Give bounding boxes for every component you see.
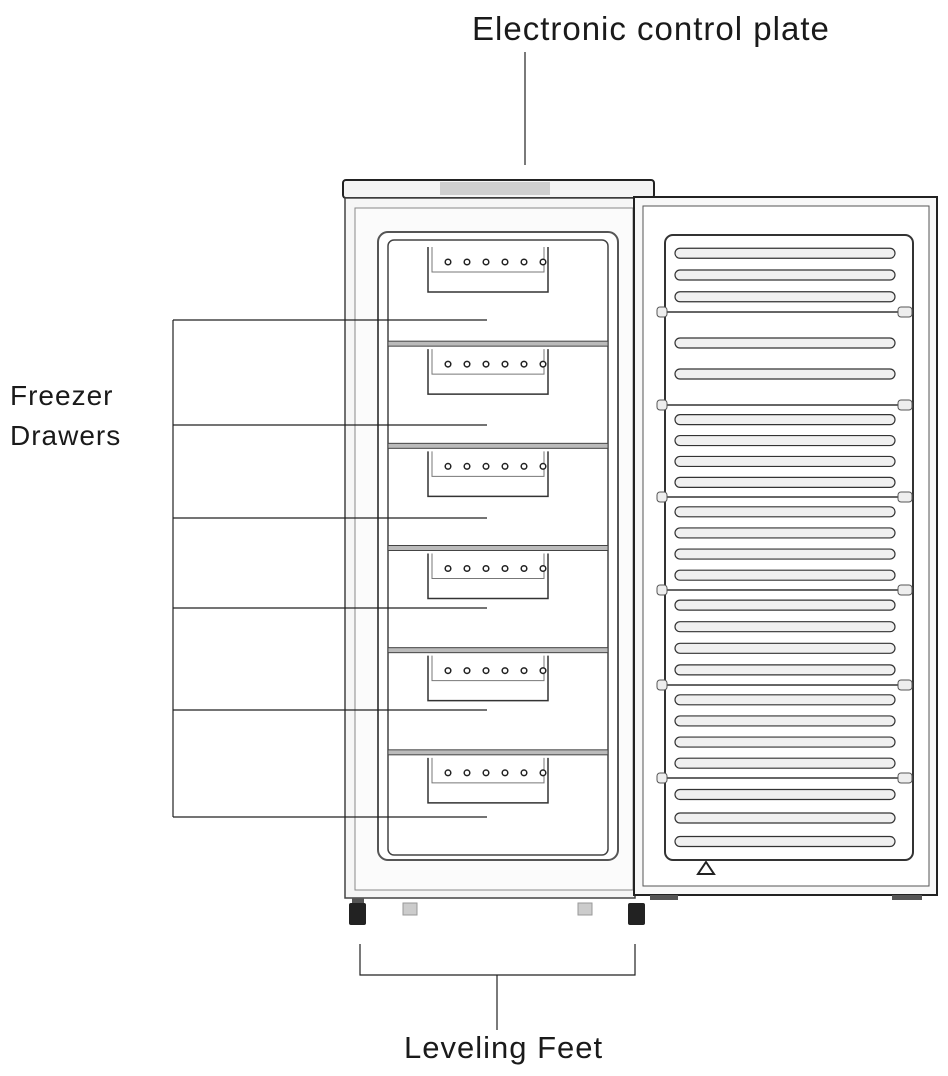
handle-dot (520, 360, 528, 368)
control-plate-label: Electronic control plate (472, 10, 830, 47)
shelf-bar (674, 599, 896, 611)
shelf-bar (674, 269, 896, 281)
shelf-bar (674, 621, 896, 633)
handle-dot (539, 564, 547, 573)
shelf-bar (674, 414, 896, 426)
door-shelf (656, 399, 913, 488)
feet-bracket (359, 944, 636, 1030)
drawer-handle (427, 655, 549, 702)
shelf-bar (674, 757, 896, 769)
shelf-bar (674, 835, 896, 848)
recycle-icon (696, 860, 716, 875)
freezer-drawers-label-line2: Drawers (10, 420, 122, 451)
shelf-bar (674, 812, 896, 824)
drawer-handle (427, 349, 549, 395)
freezer-drawer (387, 545, 609, 600)
handle-dot (482, 360, 490, 368)
shelf-bar (674, 664, 896, 676)
handle-dot (501, 769, 509, 777)
handle-dot (482, 667, 490, 675)
leveling-feet (349, 898, 645, 925)
freezer-drawer (387, 442, 609, 498)
freezer-drawer (427, 247, 549, 293)
open-door (633, 196, 938, 900)
left-foot (349, 903, 366, 925)
handle-dot (444, 769, 452, 777)
shelf-bar (674, 247, 896, 259)
handle-dot (520, 564, 528, 573)
handle-dot (482, 258, 490, 266)
shelf-bar (674, 642, 896, 654)
handle-dot (520, 258, 528, 266)
door-shelf (674, 247, 896, 303)
shelf-bar (674, 788, 896, 801)
handle-dot (539, 667, 547, 675)
shelf-bar (674, 476, 896, 488)
handle-dot (444, 360, 452, 368)
shelf-bar (674, 506, 896, 518)
door-shelf (656, 491, 913, 581)
drawer-handle (427, 451, 549, 498)
handle-dot (501, 258, 509, 266)
shelf-bar (674, 455, 896, 468)
drawer-handle (427, 757, 549, 804)
freezer-drawers-label-line1: Freezer (10, 380, 114, 411)
right-foot (628, 903, 645, 925)
shelf-bar (674, 715, 896, 727)
handle-dot (539, 462, 547, 470)
handle-dot (463, 564, 471, 573)
handle-dot (539, 769, 547, 777)
handle-dot (482, 769, 490, 777)
handle-dot (463, 462, 471, 470)
shelf-bar (674, 337, 896, 349)
freezer-drawer (387, 647, 609, 702)
handle-dot (463, 258, 471, 266)
shelf-bar (674, 368, 896, 380)
handle-dot (501, 462, 509, 470)
handle-dot (444, 564, 452, 573)
handle-dot (501, 667, 509, 675)
handle-dot (463, 667, 471, 675)
handle-dot (444, 258, 452, 266)
door-shelf (656, 584, 913, 676)
cabinet (342, 179, 655, 899)
handle-dot (444, 667, 452, 675)
handle-dot (520, 462, 528, 470)
shelf-bar (674, 736, 896, 748)
handle-dot (444, 462, 452, 470)
drawer-handle (427, 247, 549, 293)
handle-dot (539, 360, 547, 368)
drawer-handle (427, 553, 549, 600)
shelf-bar (674, 434, 896, 447)
handle-dot (482, 564, 490, 573)
handle-dot (520, 769, 528, 777)
door-shelf (656, 679, 913, 769)
door-shelf (656, 306, 913, 380)
handle-dot (463, 769, 471, 777)
shelf-bar (674, 694, 896, 706)
control-panel-display (440, 182, 550, 195)
shelf-bar (674, 569, 896, 581)
handle-dot (463, 360, 471, 368)
handle-dot (501, 360, 509, 368)
leveling-feet-label: Leveling Feet (404, 1030, 604, 1065)
freezer-drawer (387, 340, 609, 395)
leader-lines (172, 52, 636, 1030)
shelf-bar (674, 548, 896, 560)
handle-dot (539, 258, 547, 266)
handle-dot (482, 462, 490, 470)
shelf-bar (674, 291, 896, 303)
handle-dot (501, 564, 509, 573)
handle-dot (520, 667, 528, 675)
door-shelf (656, 772, 913, 848)
freezer-drawer (387, 749, 609, 804)
shelf-bar (674, 527, 896, 539)
